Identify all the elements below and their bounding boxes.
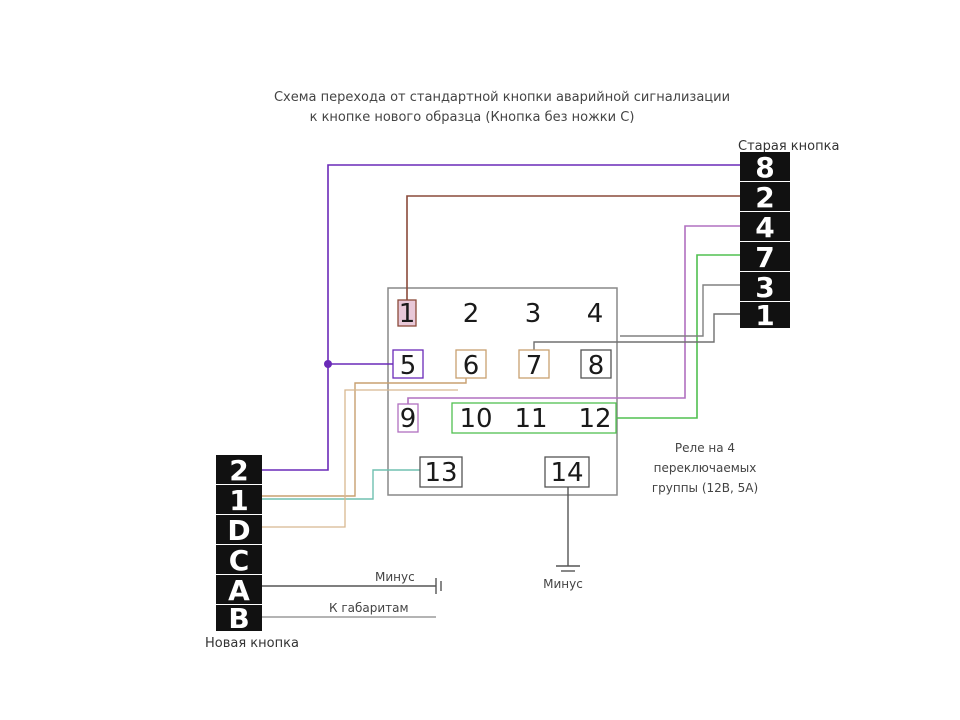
relay-pin-9-box bbox=[397, 403, 419, 433]
wire-old1-relay7 bbox=[533, 313, 740, 352]
relay-pin-9: 9 bbox=[400, 404, 417, 434]
wire-old2-relay1 bbox=[406, 195, 740, 300]
old-pin-label: 2 bbox=[755, 181, 774, 214]
relay-pin-3: 3 bbox=[525, 299, 542, 329]
old-pin-box-2 bbox=[740, 182, 790, 211]
old-pin-box-1 bbox=[740, 152, 790, 181]
new-pin-label: C bbox=[229, 544, 250, 577]
relay-pin-8-box bbox=[580, 349, 612, 379]
old-pin-label: 7 bbox=[755, 241, 774, 274]
wire-newD-relay6 bbox=[262, 389, 458, 528]
relay-body bbox=[387, 287, 618, 496]
new-button-label: Новая кнопка bbox=[205, 636, 299, 651]
relay-pin-10: 10 bbox=[459, 404, 492, 434]
new-button-connector: 2 1 D C A B bbox=[216, 454, 262, 635]
relay-pin-13: 13 bbox=[424, 458, 457, 488]
wire-new1-up bbox=[262, 376, 467, 497]
relay-desc-line1: Реле на 4 bbox=[675, 441, 735, 455]
old-pin-box-3 bbox=[740, 212, 790, 241]
old-pin-box-4 bbox=[740, 242, 790, 271]
new-pin-box-1 bbox=[216, 455, 262, 484]
old-pin-label: 4 bbox=[755, 211, 774, 244]
old-pin-label: 1 bbox=[755, 299, 774, 332]
new-pin-box-4 bbox=[216, 545, 262, 574]
diagram-title-line1: Схема перехода от стандартной кнопки ава… bbox=[274, 90, 730, 105]
new-pin-box-2 bbox=[216, 485, 262, 514]
old-pin-box-6 bbox=[740, 302, 790, 328]
relay-pin-5-box bbox=[392, 349, 424, 379]
gabarity-label: К габаритам bbox=[329, 601, 409, 615]
relay-pin-12: 12 bbox=[578, 404, 611, 434]
new-pin-label: D bbox=[227, 514, 250, 547]
old-button-connector: 8 2 4 7 3 1 bbox=[740, 151, 790, 332]
wire-old8-new2 bbox=[262, 164, 740, 471]
new-pin-label: 2 bbox=[229, 454, 248, 487]
relay-pin-14-box bbox=[544, 456, 590, 488]
relay-pin-13-box bbox=[419, 456, 463, 488]
new-pin-box-3 bbox=[216, 515, 262, 544]
relay-desc-line3: группы (12В, 5А) bbox=[652, 481, 758, 495]
wire-junction-dot bbox=[324, 360, 332, 368]
relay-pins-10-12-box bbox=[451, 402, 617, 434]
relay-pin-5: 5 bbox=[400, 351, 417, 381]
old-pin-label: 8 bbox=[755, 151, 774, 184]
relay-pin-6: 6 bbox=[463, 351, 480, 381]
new-pin-label: B bbox=[228, 602, 249, 635]
relay-desc-line2: переключаемых bbox=[654, 461, 757, 475]
relay-pin-2: 2 bbox=[463, 299, 480, 329]
minus-label-relay: Минус bbox=[543, 577, 583, 591]
new-pin-label: 1 bbox=[229, 484, 248, 517]
wire-old4-relay9 bbox=[407, 225, 740, 406]
relay-pin-14: 14 bbox=[550, 458, 583, 488]
minus-label-a: Минус bbox=[375, 570, 415, 584]
new-pin-label: A bbox=[228, 574, 250, 607]
new-pin-box-5 bbox=[216, 575, 262, 604]
relay-pin-11: 11 bbox=[514, 404, 547, 434]
new-pin-box-6 bbox=[216, 605, 262, 631]
wire-new1-relay6 bbox=[262, 469, 420, 500]
relay-pin-8: 8 bbox=[588, 351, 605, 381]
relay-pin-4: 4 bbox=[587, 299, 604, 329]
relay-pin-1: 1 bbox=[399, 299, 416, 329]
relay-pin-7-box bbox=[518, 349, 550, 379]
relay-pin-1-box bbox=[397, 299, 417, 327]
wire-old3-relay8 bbox=[620, 284, 740, 337]
old-pin-label: 3 bbox=[755, 271, 774, 304]
relay-pin-7: 7 bbox=[526, 351, 543, 381]
diagram-title-line2: к кнопке нового образца (Кнопка без ножк… bbox=[310, 110, 635, 125]
relay-pin-6-box bbox=[455, 349, 487, 379]
old-button-label: Старая кнопка bbox=[738, 139, 839, 154]
old-pin-box-5 bbox=[740, 272, 790, 301]
